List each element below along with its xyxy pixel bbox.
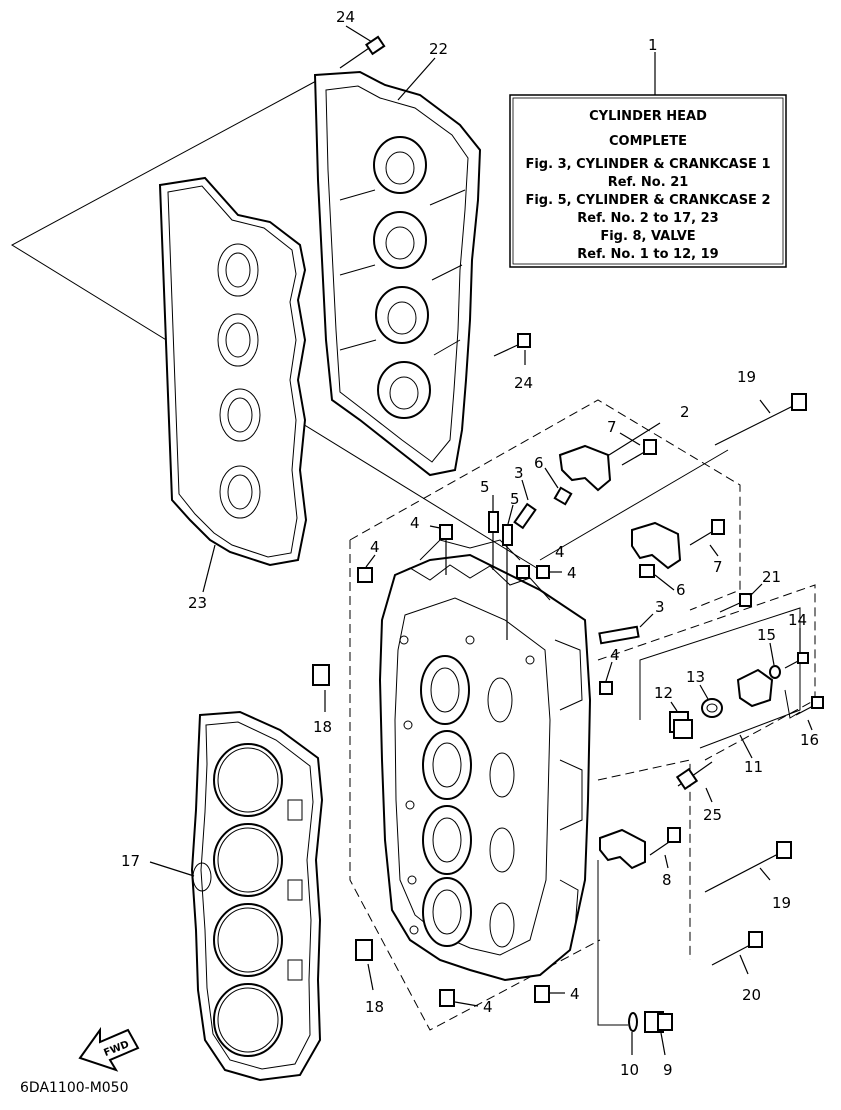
bolt-24-top <box>339 25 386 69</box>
dowel-18-lower <box>355 939 374 991</box>
cup-4-right <box>599 661 613 695</box>
plug-12 <box>669 701 693 739</box>
callout-9: 9 <box>663 1061 673 1079</box>
info-line-4: Ref. No. 21 <box>608 175 689 190</box>
info-line-2: COMPLETE <box>609 134 687 149</box>
callout-4d: 4 <box>567 564 577 582</box>
washer-15 <box>769 642 781 679</box>
bolt-14 <box>784 628 809 669</box>
callout-13: 13 <box>686 668 705 686</box>
callout-8: 8 <box>662 871 672 889</box>
seal-6a <box>544 467 573 506</box>
cover-gasket <box>158 176 308 593</box>
callout-5b: 5 <box>510 490 520 508</box>
info-line-8: Ref. No. 1 to 12, 19 <box>577 247 718 262</box>
bolt-19-upper <box>714 393 807 446</box>
cap-6a-bearing <box>558 444 612 492</box>
bolt-8 <box>649 827 681 869</box>
callout-labels: 1 2 3 3 4 4 4 4 4 4 4 5 5 6 6 7 7 8 9 10… <box>121 8 819 1079</box>
cap-8 <box>599 828 646 870</box>
cover-camshaft-bosses <box>373 136 431 419</box>
callout-18a: 18 <box>313 718 332 736</box>
bolt-19-lower <box>704 841 792 893</box>
callout-4e: 4 <box>610 646 620 664</box>
cup-4-top <box>429 524 453 575</box>
callout-4b: 4 <box>370 538 380 556</box>
callout-7a: 7 <box>607 418 617 436</box>
callout-15: 15 <box>757 626 776 644</box>
callout-3a: 3 <box>514 464 524 482</box>
info-line-5: Fig. 5, CYLINDER & CRANKCASE 2 <box>525 193 770 208</box>
callout-16: 16 <box>800 731 819 749</box>
callout-14: 14 <box>788 611 807 629</box>
callout-24a: 24 <box>336 8 355 26</box>
callout-19a: 19 <box>737 368 756 386</box>
info-line-6: Ref. No. 2 to 17, 23 <box>577 211 718 226</box>
pin-3a <box>513 479 537 530</box>
gasket-10 <box>597 860 638 1055</box>
cylinder-head <box>378 422 661 982</box>
callout-4f: 4 <box>483 998 493 1016</box>
head-assembly-outline <box>349 399 816 1031</box>
callout-24b: 24 <box>514 374 533 392</box>
dowel-5b <box>502 504 514 640</box>
info-line-1: CYLINDER HEAD <box>589 109 707 124</box>
dowel-18-upper <box>312 664 330 712</box>
callout-25: 25 <box>703 806 722 824</box>
cup-4-left <box>357 554 376 583</box>
callout-17: 17 <box>121 852 140 870</box>
diagram-code: 6DA1100-M050 <box>20 1080 129 1096</box>
bolt-16 <box>784 689 824 731</box>
callout-6b: 6 <box>676 581 686 599</box>
callout-19b: 19 <box>772 894 791 912</box>
port-openings <box>487 677 515 948</box>
callout-4g: 4 <box>570 985 580 1003</box>
bolt-24-side <box>493 333 531 365</box>
callout-4a: 4 <box>410 514 420 532</box>
bolt-7-upper <box>619 432 657 466</box>
callout-1: 1 <box>648 36 658 54</box>
callout-21: 21 <box>762 568 781 586</box>
bolt-7-lower <box>689 519 725 557</box>
cylinder-head-cover <box>313 57 482 477</box>
callout-2: 2 <box>680 403 690 421</box>
info-line-3: Fig. 3, CYLINDER & CRANKCASE 1 <box>525 157 770 172</box>
cap-6b-bearing <box>631 521 682 591</box>
callout-4c: 4 <box>555 543 565 561</box>
callout-12: 12 <box>654 684 673 702</box>
callout-5a: 5 <box>480 478 490 496</box>
combustion-chambers <box>420 655 472 947</box>
callout-11: 11 <box>744 758 763 776</box>
sensor-group <box>639 607 801 759</box>
callout-22: 22 <box>429 40 448 58</box>
gasket-13 <box>699 684 723 718</box>
bolt-21 <box>719 583 763 613</box>
info-box: CYLINDER HEAD COMPLETE Fig. 3, CYLINDER … <box>509 52 787 268</box>
screw-9 <box>644 1011 673 1056</box>
cups-4-bottom <box>439 985 565 1007</box>
callout-6a: 6 <box>534 454 544 472</box>
reference-lines <box>10 79 729 571</box>
sensor-13b <box>736 668 774 708</box>
callout-10: 10 <box>620 1061 639 1079</box>
callout-18b: 18 <box>365 998 384 1016</box>
cups-4-mid <box>516 565 562 579</box>
head-gasket <box>149 710 324 1082</box>
dowel-5a <box>488 495 499 570</box>
info-line-7: Fig. 8, VALVE <box>600 229 695 244</box>
callout-3b: 3 <box>655 598 665 616</box>
fwd-arrow: FWD <box>78 1026 140 1072</box>
callout-23: 23 <box>188 594 207 612</box>
callout-7b: 7 <box>713 558 723 576</box>
callout-20: 20 <box>742 986 761 1004</box>
bolt-20 <box>711 931 763 975</box>
sensor-25 <box>675 761 713 803</box>
bolt-holes <box>399 635 535 935</box>
pin-3b <box>598 613 654 645</box>
